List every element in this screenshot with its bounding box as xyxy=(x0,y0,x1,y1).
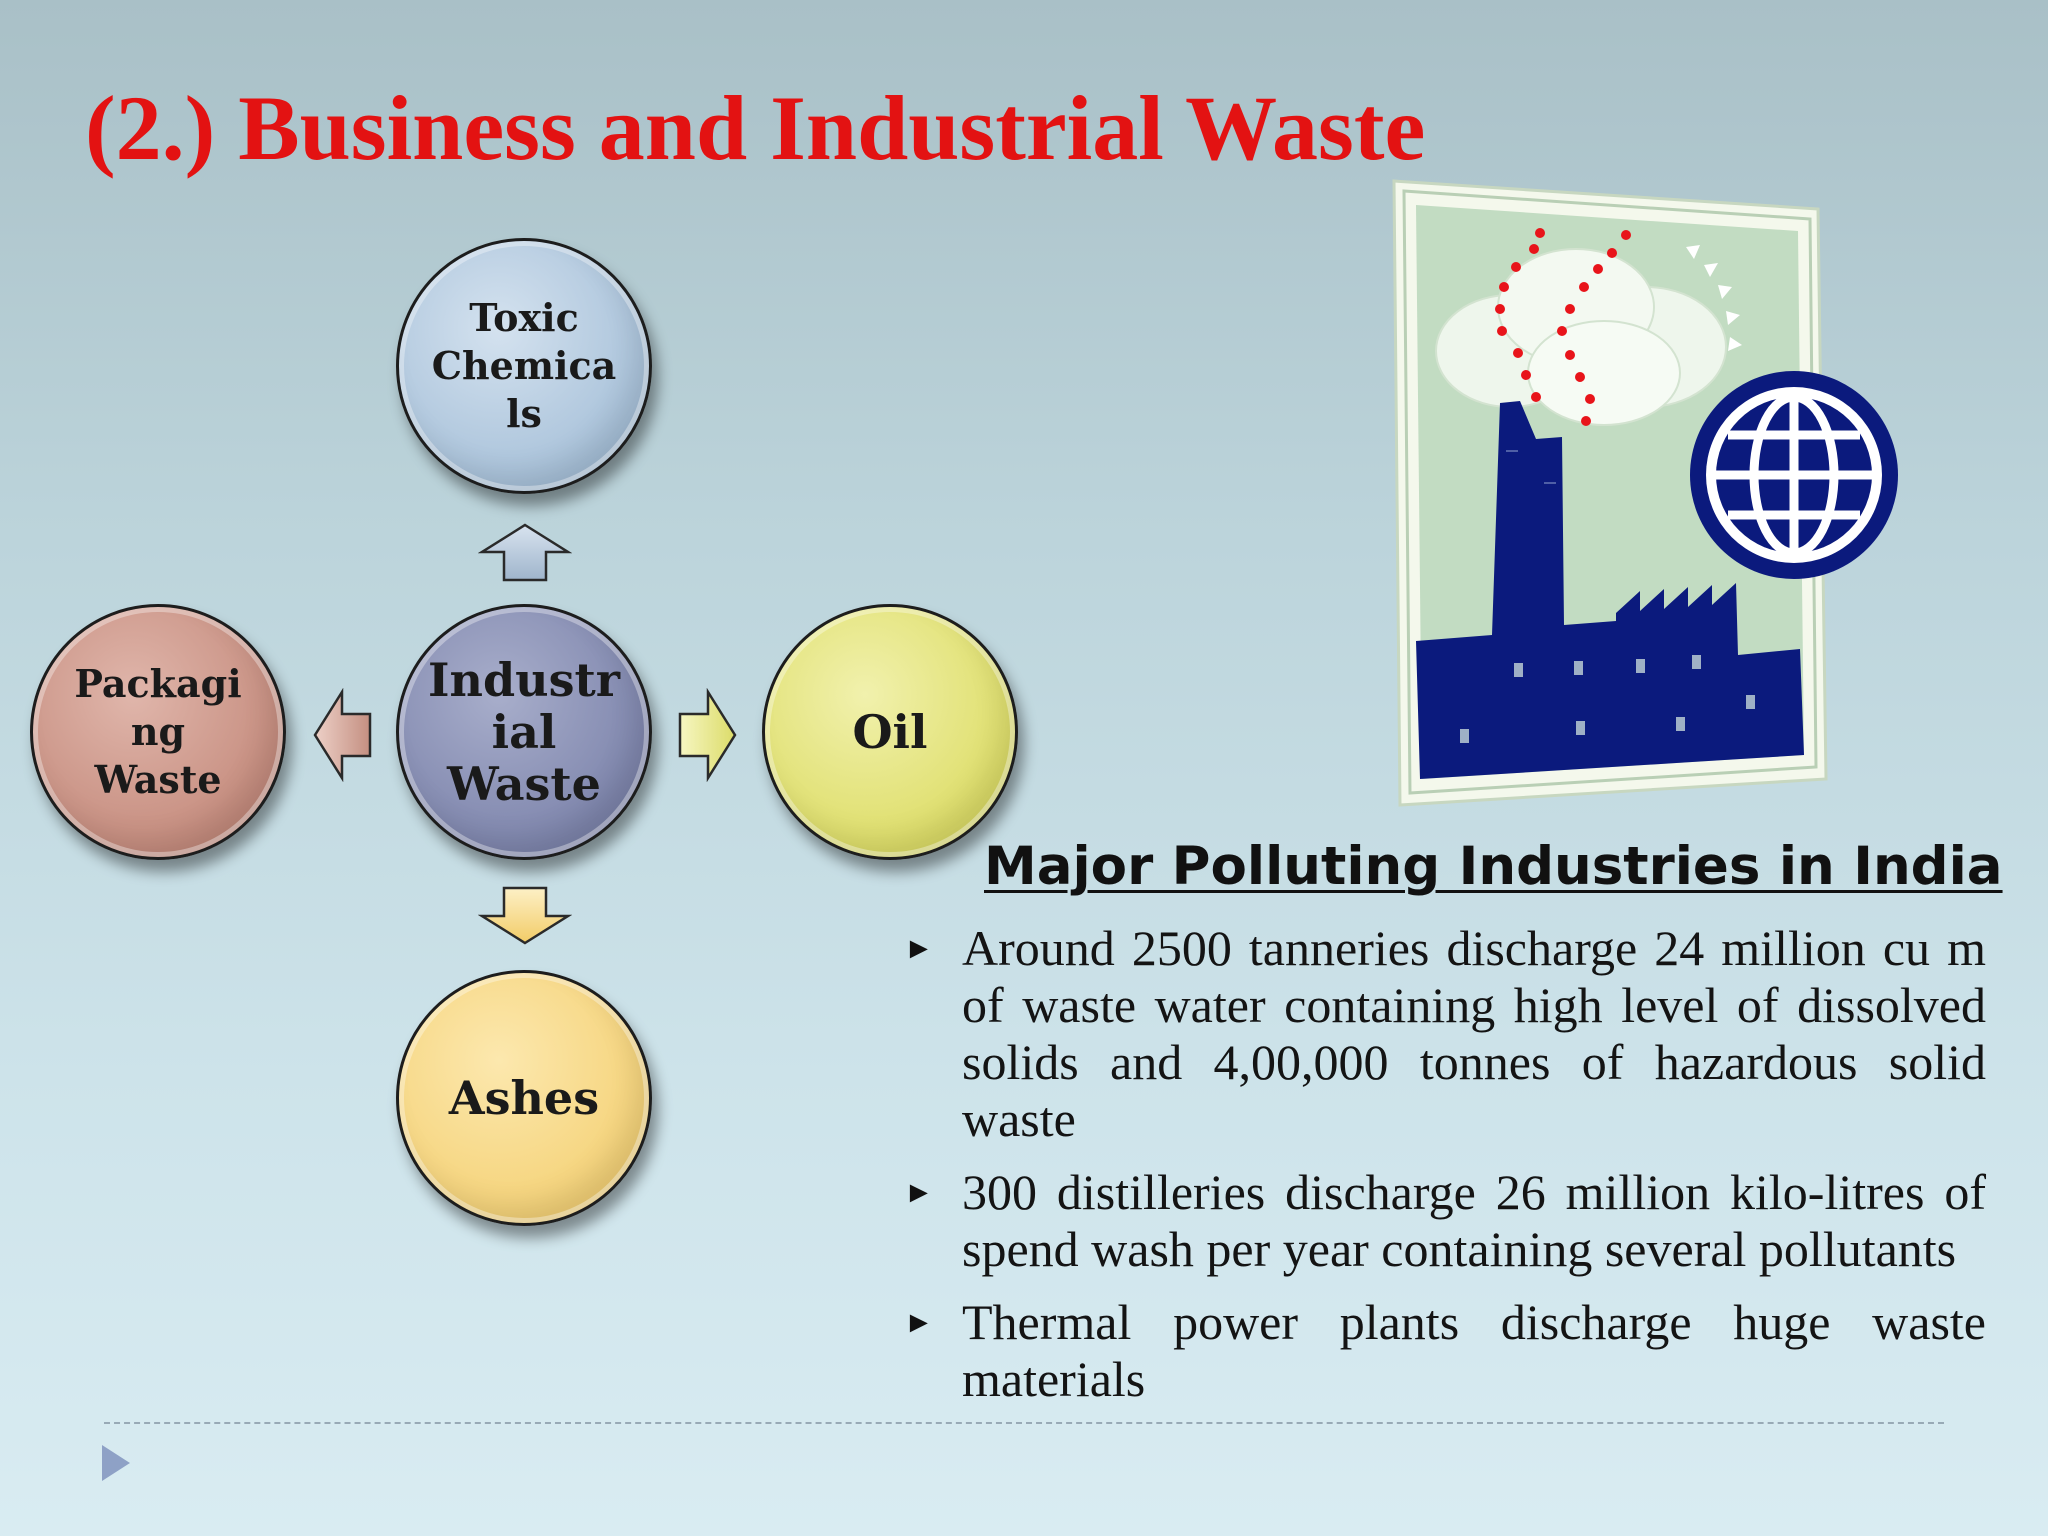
toxic-chemicals-line-3: ls xyxy=(506,391,542,436)
bullet-list: ► Around 2500 tanneries discharge 24 mil… xyxy=(900,920,1986,1424)
packaging-waste-line-3: Waste xyxy=(94,757,222,802)
bullet-triangle-icon: ► xyxy=(904,1176,934,1209)
toxic-chemicals-node: Toxic Chemica ls xyxy=(396,238,652,494)
packaging-waste-node: Packagi ng Waste xyxy=(30,604,286,860)
toxic-chemicals-line-1: Toxic xyxy=(469,295,579,340)
arrow-down-icon xyxy=(478,884,572,946)
section-heading: Major Polluting Industries in India xyxy=(984,836,2003,897)
bullet-item: ► 300 distilleries discharge 26 million … xyxy=(900,1164,1986,1278)
industrial-waste-line-2: ial xyxy=(491,705,557,759)
ashes-label: Ashes xyxy=(448,1071,600,1125)
bullet-item: ► Around 2500 tanneries discharge 24 mil… xyxy=(900,920,1986,1148)
slide-title: (2.) Business and Industrial Waste xyxy=(85,77,1426,179)
factory-pollution-icon xyxy=(1392,179,1898,807)
arrow-left-icon xyxy=(312,688,374,782)
oil-label: Oil xyxy=(852,705,928,759)
bullet-text: Thermal power plants discharge huge wast… xyxy=(962,1294,1986,1407)
bullet-item: ► Thermal power plants discharge huge wa… xyxy=(900,1294,1986,1408)
industrial-waste-line-1: Industr xyxy=(428,653,620,707)
packaging-waste-line-1: Packagi xyxy=(74,661,242,706)
next-slide-icon[interactable] xyxy=(100,1443,132,1488)
oil-node: Oil xyxy=(762,604,1018,860)
bullet-text: Around 2500 tanneries discharge 24 milli… xyxy=(962,920,1986,1147)
bullet-triangle-icon: ► xyxy=(904,932,934,965)
arrow-up-icon xyxy=(478,522,572,584)
footer-divider xyxy=(104,1422,1944,1424)
bullet-triangle-icon: ► xyxy=(904,1306,934,1339)
ashes-node: Ashes xyxy=(396,970,652,1226)
industrial-waste-node: Industr ial Waste xyxy=(396,604,652,860)
bullet-text: 300 distilleries discharge 26 million ki… xyxy=(962,1164,1986,1277)
toxic-chemicals-line-2: Chemica xyxy=(431,343,617,388)
factory-clipart xyxy=(1390,175,1950,815)
packaging-waste-line-2: ng xyxy=(130,709,186,754)
industrial-waste-line-3: Waste xyxy=(447,757,601,811)
arrow-right-icon xyxy=(676,688,738,782)
